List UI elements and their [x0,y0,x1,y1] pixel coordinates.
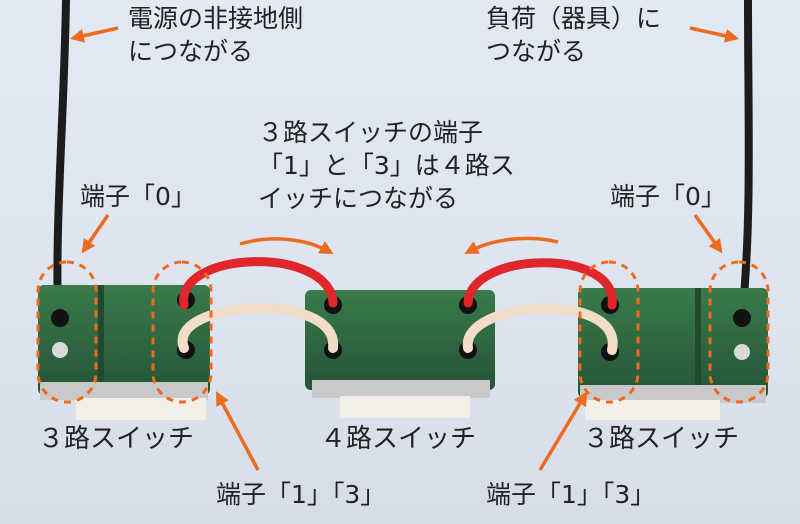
label-source-side: 電源の非接地側 につながる [128,2,303,68]
label-terminal-13-left: 端子「1」「3」 [216,480,386,509]
switch-4way-center [305,290,495,418]
label-terminal-13-right: 端子「1」「3」 [486,480,656,509]
label-switch-center: ４路スイッチ [320,424,477,454]
label-terminal-0-left: 端子「0」 [80,182,196,211]
arrow-curve-right [464,236,559,254]
arrow-curve-left [239,237,334,255]
highlight-terminal-13-right [578,260,640,404]
highlight-terminal-0-left [36,260,98,404]
arrow-terminal-0-right [693,213,723,254]
highlight-terminal-13-left [151,260,213,404]
arrow-terminal-0-left [81,214,110,254]
arrow-load [689,26,740,43]
label-source-side-line2: につながる [128,37,254,66]
label-middle-note: ３路スイッチの端子 「1」と「3」は４路ス イッチにつながる [258,116,515,215]
label-terminal-0-right: 端子「0」 [610,182,726,211]
label-source-side-line1: 電源の非接地側 [128,4,304,33]
label-load-side-line2: つながる [486,37,587,66]
highlight-terminal-0-right [708,260,770,404]
black-wire-source [53,0,70,322]
arrow-terminal-13-right [538,391,588,471]
white-wire-left [177,303,339,353]
arrow-terminal-13-left [216,391,260,471]
black-wire-load [738,0,753,322]
label-load-side: 負荷（器具）に つながる [486,2,661,68]
label-load-side-line1: 負荷（器具）に [486,4,662,33]
label-switch-right: ３路スイッチ [583,424,740,454]
label-middle-note-line2: 「1」と「3」は４路ス [258,151,515,180]
white-wire-right [462,303,618,355]
red-wire-right [463,258,617,310]
label-switch-left: ３路スイッチ [38,424,195,454]
label-middle-note-line3: イッチにつながる [258,184,459,213]
label-middle-note-line1: ３路スイッチの端子 [258,118,484,147]
red-wire-left [179,257,338,310]
arrow-source [69,26,119,43]
switch-3way-right [578,288,768,420]
